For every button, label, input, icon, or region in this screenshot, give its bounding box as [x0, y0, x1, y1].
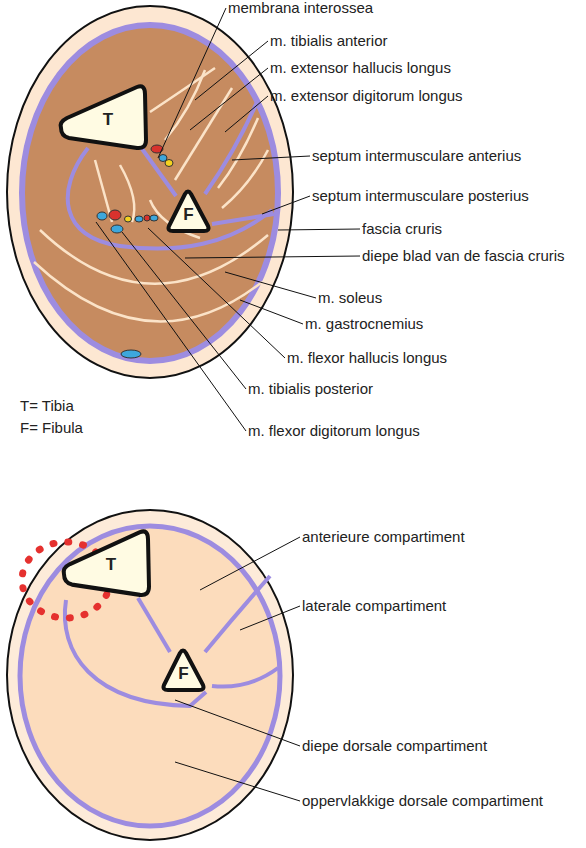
anatomy-label: F= Fibula: [20, 419, 83, 436]
anatomy-label: septum intermusculare posterius: [312, 187, 529, 204]
bone-letter: T: [65, 110, 151, 130]
anatomy-label: diepe dorsale compartiment: [302, 737, 487, 754]
tibia-bone: T: [58, 527, 154, 599]
anatomy-label: m. extensor hallucis longus: [270, 59, 451, 76]
anatomy-label: m. soleus: [318, 289, 382, 306]
anatomy-label: diepe blad van de fascia cruris: [362, 247, 565, 264]
tibia-bone: T: [55, 82, 151, 152]
bone-letter: F: [158, 664, 209, 684]
anatomy-label: m. flexor digitorum longus: [248, 422, 420, 439]
anatomy-label: anterieure compartiment: [302, 528, 465, 545]
bone-letter: T: [68, 555, 154, 575]
anatomy-label: laterale compartiment: [302, 597, 446, 614]
anatomy-label: m. tibialis anterior: [270, 32, 388, 49]
anatomy-label: m. gastrocnemius: [305, 315, 423, 332]
anatomy-label: fascia cruris: [362, 220, 442, 237]
anatomy-label: m. tibialis posterior: [248, 380, 373, 397]
anatomy-label: m. flexor hallucis longus: [287, 349, 447, 366]
bone-letter: F: [163, 205, 214, 225]
anatomy-label: membrana interossea: [228, 0, 373, 16]
anatomy-label: oppervlakkige dorsale compartiment: [302, 792, 543, 809]
fibula-bone: F: [163, 188, 214, 234]
fibula-bone: F: [158, 647, 209, 693]
anatomy-label: T= Tibia: [20, 397, 74, 414]
anatomy-label: septum intermusculare anterius: [312, 147, 521, 164]
anatomy-label: m. extensor digitorum longus: [270, 87, 463, 104]
